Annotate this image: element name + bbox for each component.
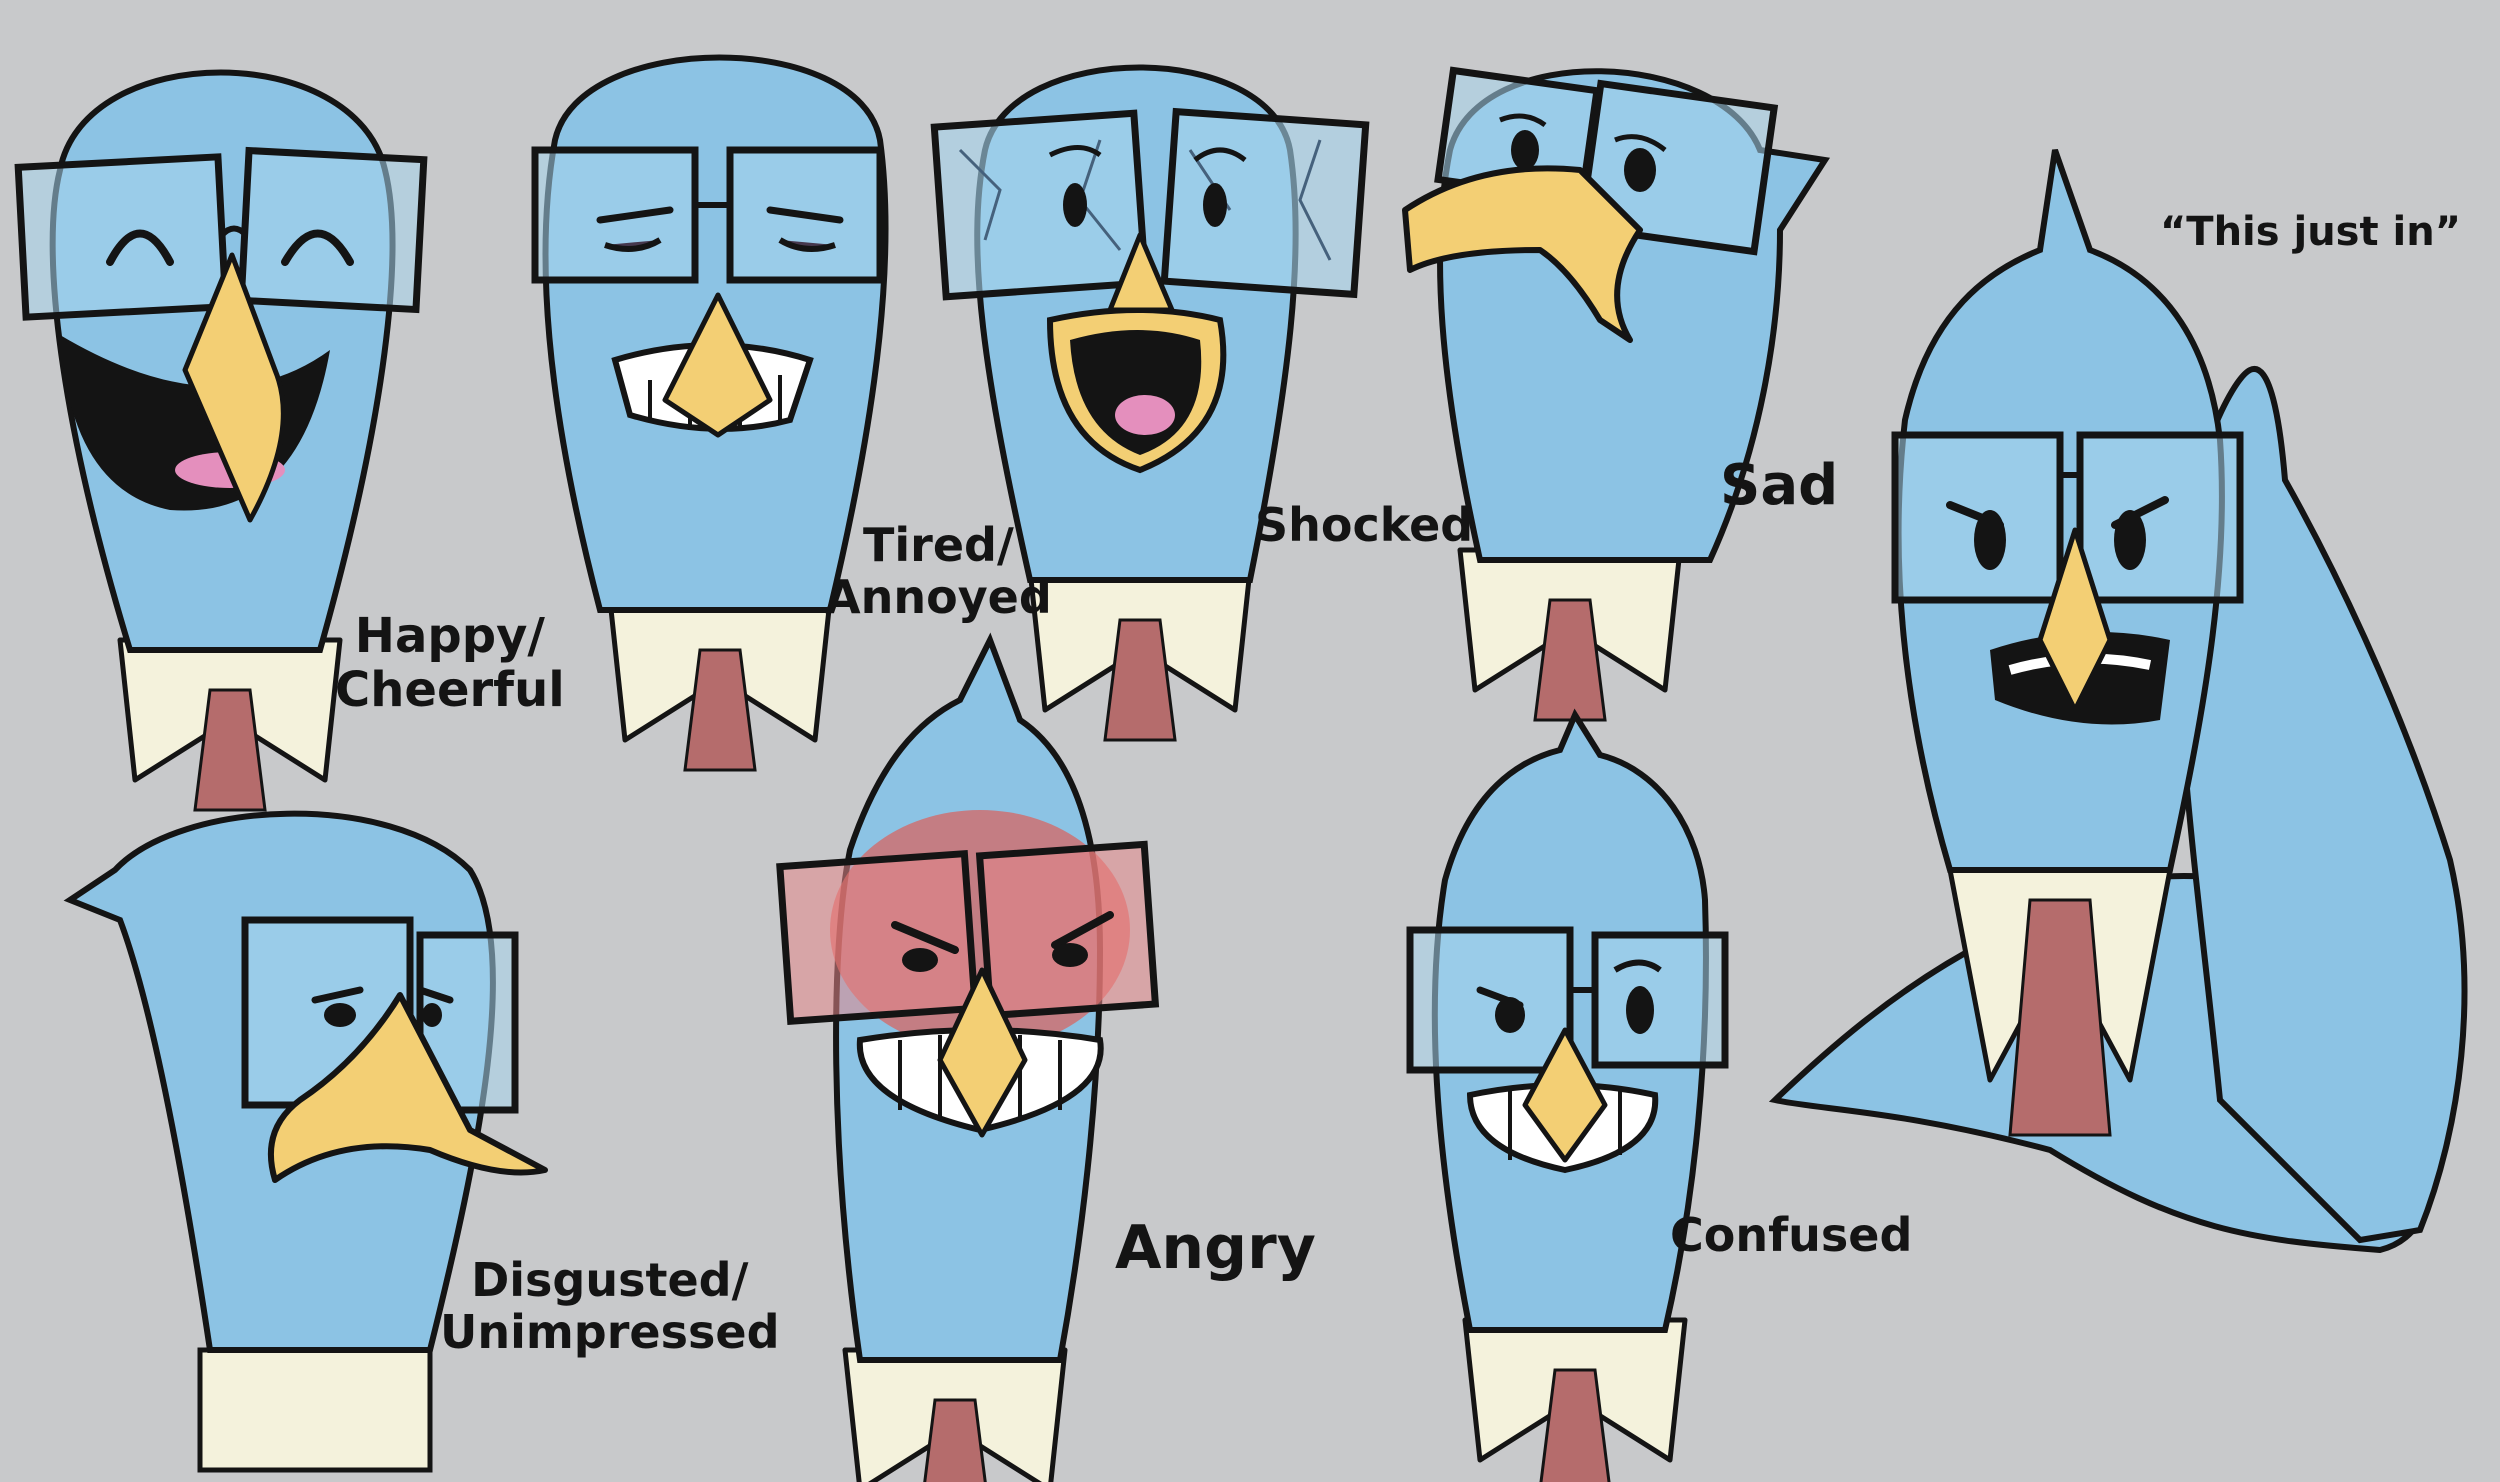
happy-face-icon xyxy=(14,69,428,811)
label-line: Disgusted/ xyxy=(471,1253,749,1307)
sad-face-icon xyxy=(1402,66,1831,720)
shocked-face-icon xyxy=(930,64,1370,741)
label-line: Shocked xyxy=(1255,498,1474,552)
label-happy: Happy/ Cheerful xyxy=(335,608,565,718)
label-this-just-in: “This just in” xyxy=(2160,210,2461,255)
confused-face-icon xyxy=(1406,708,1729,1482)
label-shocked: Shocked xyxy=(1255,498,1474,552)
label-sad: Sad xyxy=(1720,453,1839,518)
label-line: “This just in” xyxy=(2160,209,2462,255)
angry-face-icon xyxy=(776,632,1160,1482)
label-line: Annoyed xyxy=(825,569,1052,624)
label-line: Cheerful xyxy=(335,661,565,718)
label-line: Sad xyxy=(1720,453,1839,518)
tired-face-icon xyxy=(531,54,889,771)
news-pose-icon xyxy=(1768,149,2468,1254)
label-line: Angry xyxy=(1115,1213,1316,1283)
label-confused: Confused xyxy=(1670,1208,1913,1262)
label-line: Unimpressed xyxy=(440,1304,780,1359)
label-line: Tired/ xyxy=(863,518,1014,572)
label-tired: Tired/ Annoyed xyxy=(825,518,1052,624)
label-disgusted: Disgusted/ Unimpressed xyxy=(440,1253,780,1359)
disgusted-face-icon xyxy=(63,810,548,1473)
label-line: Confused xyxy=(1670,1208,1913,1262)
label-line: Happy/ xyxy=(354,608,545,664)
label-angry: Angry xyxy=(1115,1213,1316,1283)
